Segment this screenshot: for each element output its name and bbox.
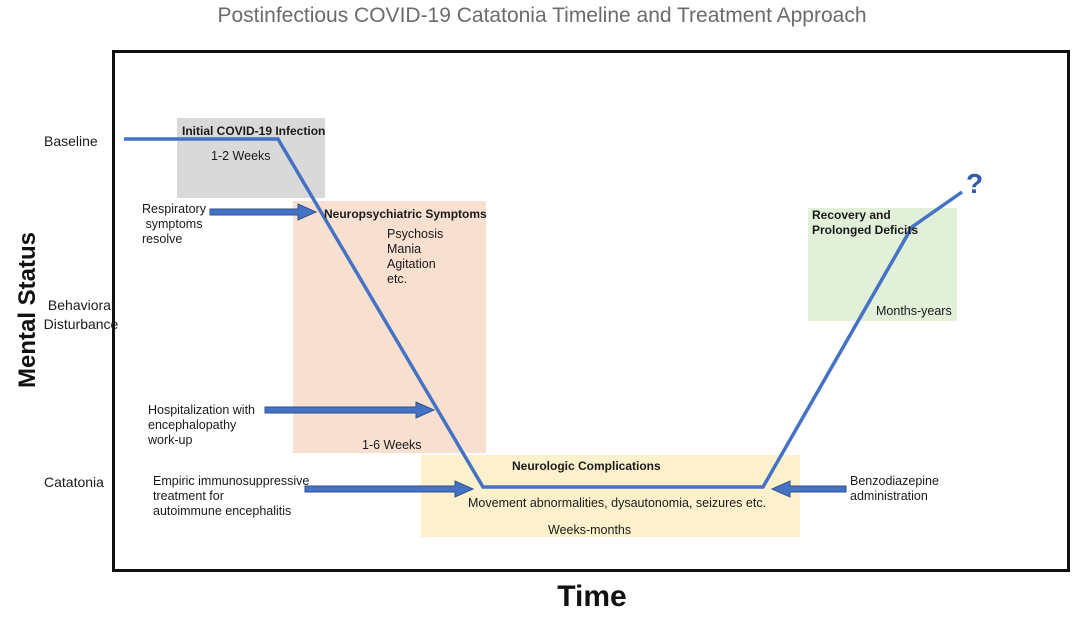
infection-duration: 1-2 Weeks bbox=[211, 149, 271, 163]
question-mark: ? bbox=[966, 168, 984, 199]
recovery-phase-box bbox=[808, 208, 957, 321]
neuropsychiatric-title: Neuropsychiatric Symptoms bbox=[324, 207, 487, 221]
complications-detail: Movement abnormalities, dysautonomia, se… bbox=[468, 496, 767, 510]
immunosuppressive-event-label: Empiric immunosuppressive treatment for … bbox=[153, 474, 310, 518]
x-axis-label: Time bbox=[557, 580, 627, 613]
symptom-etc: etc. bbox=[387, 272, 408, 286]
respiratory-arrow bbox=[209, 203, 318, 221]
y-level-catatonia: Catatonia bbox=[44, 474, 104, 490]
recovery-title-line1: Recovery and bbox=[812, 208, 891, 222]
figure-title: Postinfectious COVID-19 Catatonia Timeli… bbox=[217, 4, 867, 27]
y-level-baseline: Baseline bbox=[44, 133, 98, 149]
symptom-agitation: Agitation bbox=[387, 257, 436, 271]
y-level-behavioral-disturbance: Behavioral Disturbance bbox=[43, 297, 119, 332]
infection-phase-box bbox=[177, 118, 325, 198]
neuropsychiatric-duration: 1-6 Weeks bbox=[362, 438, 422, 452]
benzodiazepine-event-label: Benzodiazepine administration bbox=[850, 474, 939, 503]
respiratory-event-label: Respiratory symptoms resolve bbox=[142, 202, 206, 246]
complications-title: Neurologic Complications bbox=[512, 459, 661, 473]
diagram-frame bbox=[112, 50, 1070, 572]
complications-phase-box bbox=[421, 455, 800, 537]
infection-title: Initial COVID-19 Infection bbox=[182, 124, 326, 138]
benzodiazepine-arrow bbox=[770, 480, 847, 498]
complications-duration: Weeks-months bbox=[548, 523, 632, 537]
mental-status-trajectory-line bbox=[124, 137, 964, 489]
immunosuppressive-arrow bbox=[304, 480, 475, 498]
recovery-title-line2: Prolonged Deficits bbox=[812, 223, 919, 237]
hospitalization-arrow bbox=[264, 401, 436, 419]
recovery-duration: Months-years bbox=[876, 304, 952, 318]
symptom-mania: Mania bbox=[387, 242, 422, 256]
hospitalization-event-label: Hospitalization with encephalopathy work… bbox=[148, 403, 255, 447]
symptom-psychosis: Psychosis bbox=[387, 227, 444, 241]
